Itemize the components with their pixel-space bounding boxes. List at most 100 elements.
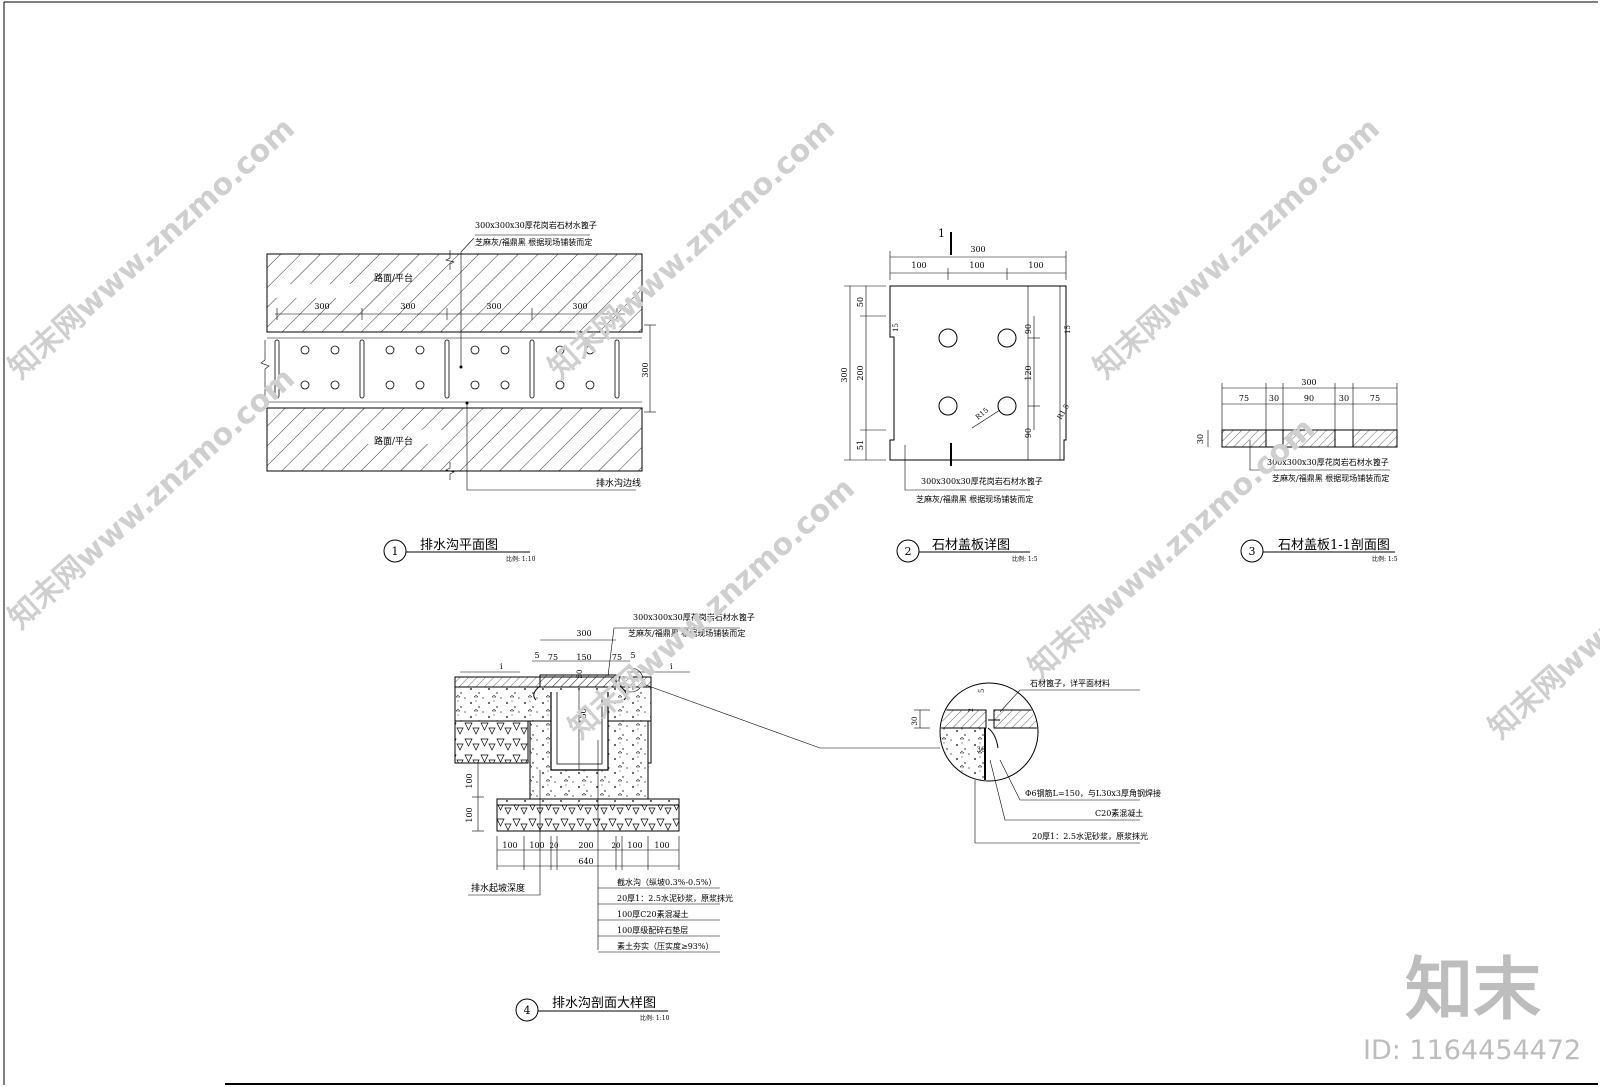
grate-hole [385,380,395,390]
callout-dim-5: 5 [978,689,986,693]
layer-label: 素土夯实（压实度≥93%） [617,941,713,951]
d2-dim-top: 100 [911,261,926,270]
d1-number: 1 [392,545,399,558]
callout-dim-30b: 30 [977,746,986,754]
grate-hole [330,380,340,390]
layer-label: 100厚C20素混凝土 [617,909,689,919]
detail-3-grate-section: 300 75 30 90 30 75 30 300x300x30厚花岗岩石材水篦… [1196,378,1398,563]
callout-label-concrete: C20素混凝土 [1095,808,1143,818]
d3-note-2: 芝麻灰/福鼎黑 根据现场铺装而定 [1272,473,1389,483]
d4-title: 排水沟剖面大样图 [552,996,656,1011]
d4-dim-bottom: 100 [502,841,517,850]
d2-title: 石材盖板详图 [932,538,1010,553]
d1-scale: 比例: 1:10 [506,555,536,563]
d4-dim-top: 5 [534,651,539,660]
brand-block: 知末 ID: 1164454472 [1363,951,1581,1066]
d3-dim-total: 300 [1301,378,1316,387]
grate-hole [330,345,340,355]
d4-dim-bottom: 200 [578,841,593,850]
d4-note-top-1: 300x300x30厚花岗岩石材水篦子 [633,612,755,622]
d2-dim-15b: 15 [1064,325,1072,334]
d2-dim-right: 120 [1024,365,1033,380]
watermark-text: 知末网www.znzmo.com [1087,111,1387,386]
d4-slope: i [500,662,503,671]
d4-dim-left: 100 [465,773,474,788]
callout-label-grate: 石材篦子，详平面材料 [1030,678,1110,688]
sheet-frame [3,1,1598,1085]
d1-label-edge: 排水沟边线 [596,477,641,489]
d3-dim: 90 [1304,394,1314,403]
d2-dim-r5: R1.5 [1056,403,1071,421]
brand-logo: 知末 [1405,951,1541,1030]
d4-dim-150: 150 [579,708,588,723]
d3-dim: 30 [1269,394,1279,403]
d2-dim-top: 100 [969,261,984,270]
grate-slot [529,339,535,399]
callout-label-mortar: 20厚1：2.5水泥砂浆，原浆抹光 [1032,831,1148,841]
d3-dim: 30 [1339,394,1349,403]
grate-hole [385,345,395,355]
d1-dim: 300 [314,302,329,311]
d4-dim-bottom: 100 [627,841,642,850]
grate-hole [300,380,310,390]
grate-hole [470,345,480,355]
d4-dim-left: 100 [465,807,474,822]
d4-slope: i [670,662,673,671]
d3-number: 3 [1249,545,1256,558]
grate-slot [444,339,450,399]
d4-number: 4 [524,1004,531,1017]
grate-hole [585,345,595,355]
d4-dim-300: 300 [576,629,591,638]
d1-dim: 300 [400,302,415,311]
d1-dim: 300 [486,302,501,311]
d2-dim-right: 90 [1024,324,1033,334]
d2-dim-top: 100 [1028,261,1043,270]
d1-label-pave-bottom: 路面/平台 [374,435,413,447]
d4-dim-top: 75 [548,653,558,662]
grate-slot [359,339,365,399]
d1-label-pave-top: 路面/平台 [374,272,413,284]
d1-title: 排水沟平面图 [420,538,498,553]
d2-dim-r15: R15 [974,406,990,421]
d2-dim-left: 51 [856,440,865,450]
watermark-text: 知末网www.znzmo.com [542,111,842,386]
d1-dim: 300 [572,302,587,311]
d2-dim-left-total: 300 [840,367,849,382]
grate-hole [500,345,510,355]
layer-label: 20厚1：2.5水泥砂浆，原浆抹光 [617,893,733,903]
grate-hole [585,380,595,390]
d4-dim-bottom: 20 [612,842,621,850]
grate-slot [614,339,620,399]
d4-dim-bottom: 100 [654,841,669,850]
watermark-text: 知末网www.znzmo.com [2,111,302,386]
callout-enlarged-edge: 石材篦子，详平面材料 Φ6钢筋L=150，与L30x3厚角钢焊接 C20素混凝土… [911,678,1161,844]
d2-dim-total: 300 [970,245,985,254]
d4-dim-30: 30 [576,670,584,679]
d4-dim-bottom: 20 [550,842,559,850]
layer-label: 截水沟（纵坡0.3%-0.5%） [617,877,716,887]
grate-hole [415,380,425,390]
d2-dim-left: 200 [856,365,865,380]
d2-dim-left: 50 [856,297,865,307]
layer-label: 100厚级配碎石垫层 [617,925,688,935]
d1-note-top-2: 芝麻灰/福鼎黑 根据现场铺装而定 [475,237,592,247]
callout-label-rebar: Φ6钢筋L=150，与L30x3厚角钢焊接 [1025,788,1161,798]
d1-note-top-1: 300x300x30厚花岗岩石材水篦子 [475,220,597,230]
detail-4-drain-section: i i 300 5 75 150 75 5 30 150 300x300x30厚… [454,612,940,1022]
d4-label-depth: 排水起坡深度 [471,882,525,894]
d3-title: 石材盖板1-1剖面图 [1278,538,1390,553]
grate-hole [500,380,510,390]
d3-note-1: 300x300x30厚花岗岩石材水篦子 [1267,457,1389,467]
d1-dim-side: 300 [641,362,650,377]
callout-dim-2: 2 [968,708,975,712]
d3-dim-h: 30 [1196,434,1205,444]
d4-dim-top: 150 [576,653,591,662]
d4-dim-top: 5 [630,651,635,660]
callout-dim-30: 30 [911,717,919,726]
watermark-text: 知末网www.znzmo.com [1022,411,1322,686]
watermark-text: 知末网www.znzmo.com [1482,471,1600,746]
grate-hole [470,380,480,390]
watermark-text: 知末网www.znzmo.com [2,361,302,636]
